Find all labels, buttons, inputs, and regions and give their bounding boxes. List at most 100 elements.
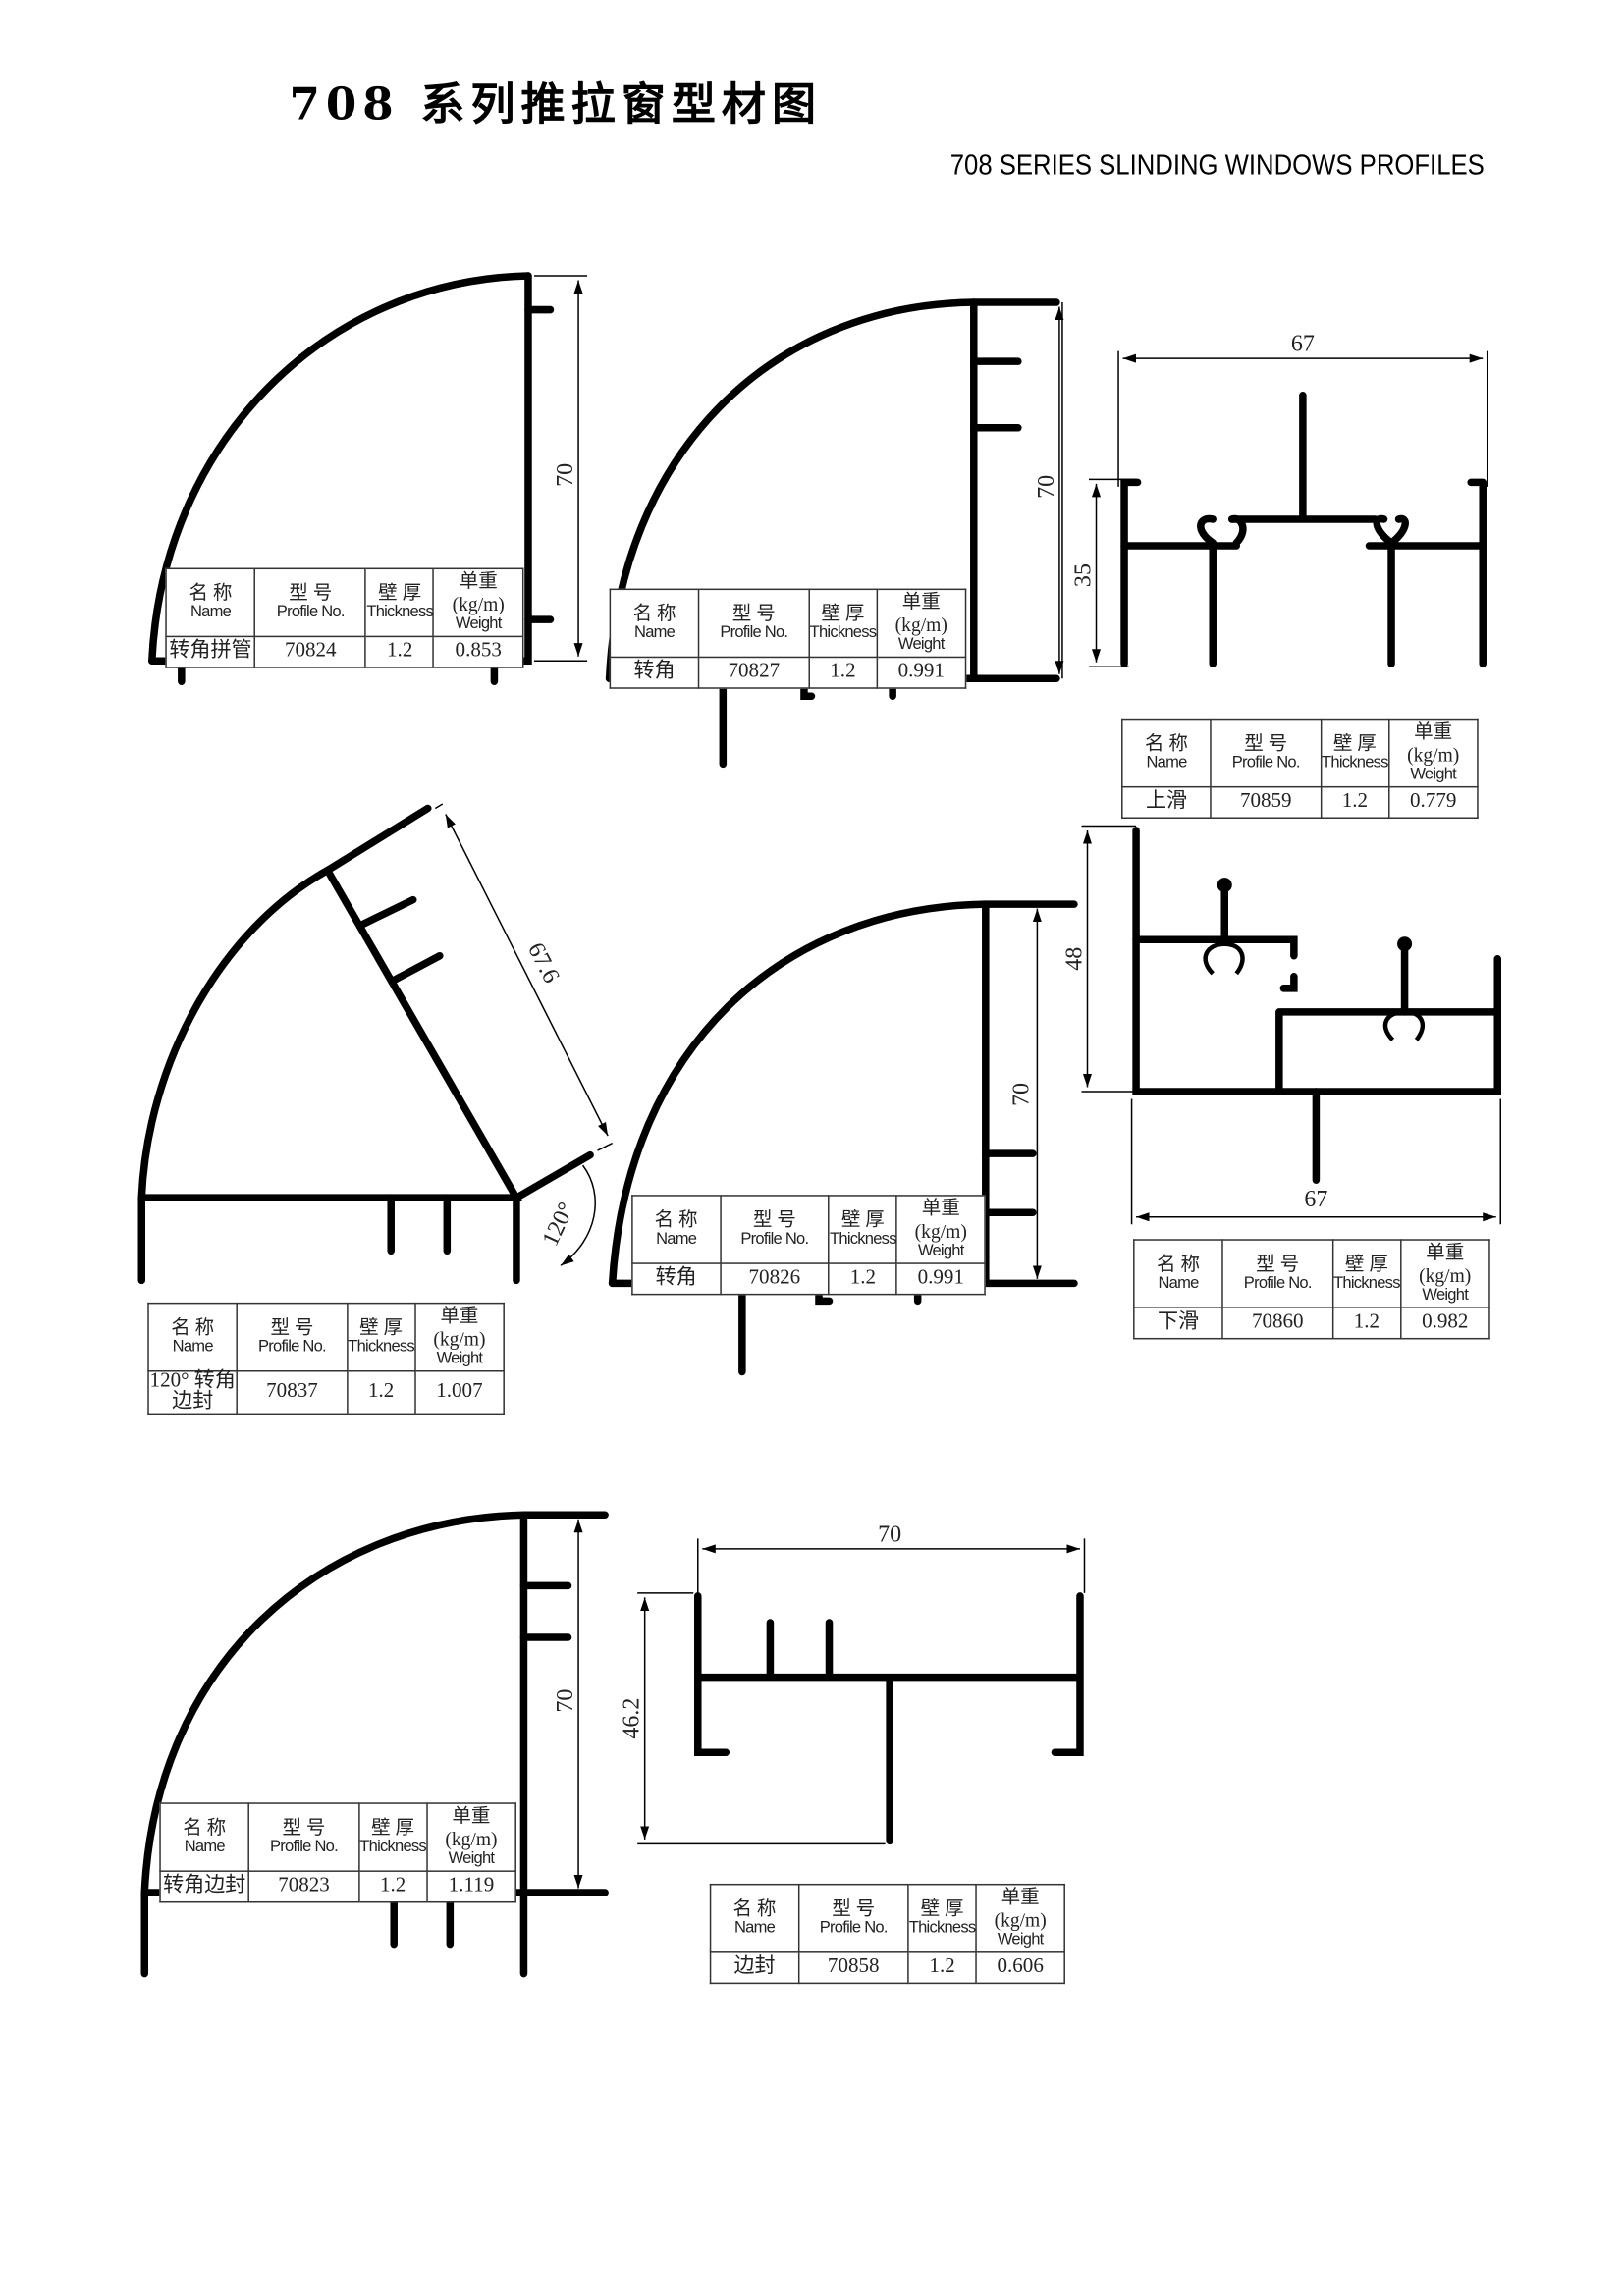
header-en: Name bbox=[184, 1838, 226, 1856]
header-cn: 名 称 bbox=[654, 1207, 698, 1231]
cell-weight: 1.007 bbox=[413, 1370, 505, 1415]
cell-name: 下滑 bbox=[1133, 1307, 1223, 1340]
header-en: Name bbox=[733, 1919, 776, 1938]
header-en: Name bbox=[189, 603, 232, 621]
header-en: Weight bbox=[448, 1849, 495, 1868]
cell-profile-no: 70826 bbox=[719, 1262, 831, 1296]
cell-weight: 1.119 bbox=[425, 1870, 516, 1903]
header-cn: 单重(kg/m) bbox=[452, 569, 505, 615]
dim-70826-height: 70 bbox=[1008, 1083, 1034, 1106]
header-weight: 单重(kg/m)Weight bbox=[413, 1302, 505, 1372]
header-cn: 单重(kg/m) bbox=[914, 1196, 967, 1243]
cell-thickness: 1.2 bbox=[808, 656, 878, 689]
cell-profile-no: 70827 bbox=[698, 656, 810, 689]
cell-profile-no: 70824 bbox=[254, 635, 367, 668]
header-en: Profile No. bbox=[276, 603, 346, 621]
cell-weight: 0.982 bbox=[1399, 1307, 1490, 1340]
header-weight: 单重(kg/m)Weight bbox=[1399, 1239, 1490, 1308]
header-cn: 型 号 bbox=[289, 581, 333, 604]
header-en: Thickness bbox=[908, 1919, 976, 1938]
header-cn: 壁 厚 bbox=[1332, 731, 1377, 754]
header-cn: 名 称 bbox=[1157, 1252, 1201, 1275]
header-en: Profile No. bbox=[740, 1230, 809, 1249]
header-en: Profile No. bbox=[257, 1337, 327, 1356]
cell-profile-no: 70837 bbox=[236, 1370, 349, 1415]
header-cn: 型 号 bbox=[1244, 731, 1288, 754]
cell-weight: 0.779 bbox=[1387, 785, 1479, 819]
cell-thickness: 1.2 bbox=[357, 1870, 428, 1903]
header-en: Weight bbox=[436, 1349, 483, 1368]
header-cn: 单重(kg/m) bbox=[445, 1803, 498, 1850]
cell-weight: 0.606 bbox=[975, 1951, 1065, 1985]
header-en: Thickness bbox=[359, 1838, 426, 1856]
profile-70823-drawing bbox=[140, 1511, 609, 1978]
header-cn: 名 称 bbox=[189, 581, 233, 604]
cell-name: 转角 bbox=[631, 1262, 722, 1296]
dim-70859-width: 67 bbox=[1291, 332, 1315, 357]
header-cn: 壁 厚 bbox=[920, 1896, 964, 1920]
cell-name: 转角 bbox=[609, 656, 700, 689]
header-en: Profile No. bbox=[1243, 1274, 1313, 1293]
header-cn: 壁 厚 bbox=[1344, 1252, 1388, 1275]
header-en: Weight bbox=[897, 635, 945, 654]
cell-thickness: 1.2 bbox=[907, 1951, 977, 1985]
header-en: Profile No. bbox=[720, 623, 788, 642]
ball-knobs bbox=[1217, 878, 1413, 952]
cell-profile-no: 70859 bbox=[1210, 785, 1323, 819]
header-weight: 单重(kg/m)Weight bbox=[425, 1802, 516, 1872]
cell-profile-no: 70858 bbox=[797, 1951, 909, 1985]
header-cn: 壁 厚 bbox=[840, 1207, 885, 1231]
header-en: Thickness bbox=[1333, 1274, 1400, 1293]
header-en: Weight bbox=[997, 1931, 1044, 1949]
profile-70859-drawing bbox=[1120, 391, 1487, 667]
dim-70827-height: 70 bbox=[1034, 475, 1059, 499]
cell-thickness: 1.2 bbox=[1320, 785, 1390, 819]
cell-name: 上滑 bbox=[1121, 785, 1212, 819]
header-cn: 型 号 bbox=[752, 1207, 796, 1231]
header-weight: 单重(kg/m)Weight bbox=[895, 1195, 986, 1264]
header-en: Name bbox=[656, 1230, 697, 1249]
cell-thickness: 1.2 bbox=[1331, 1307, 1402, 1340]
cell-name: 转角拼管 bbox=[165, 635, 256, 668]
header-cn: 单重(kg/m) bbox=[994, 1885, 1047, 1932]
dim-70859-height: 35 bbox=[1070, 563, 1096, 587]
header-en: Profile No. bbox=[1231, 753, 1301, 772]
header-weight: 单重(kg/m)Weight bbox=[1387, 718, 1479, 788]
header-cn: 名 称 bbox=[183, 1815, 227, 1839]
profile-70826-drawing bbox=[608, 900, 1078, 1376]
header-en: Thickness bbox=[348, 1337, 414, 1356]
